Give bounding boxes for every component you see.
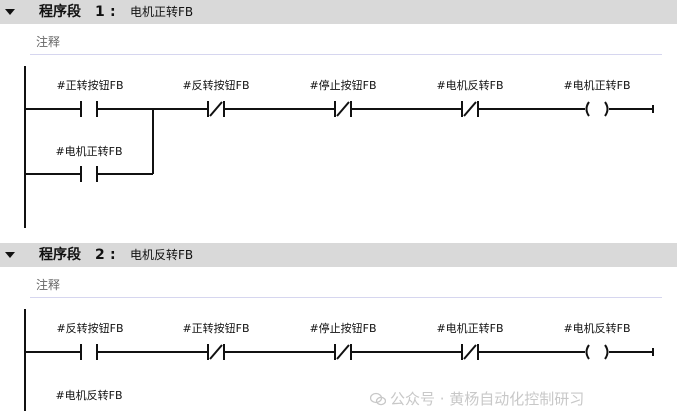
operand-label[interactable]: #停止按钮FB <box>309 78 376 92</box>
coil-icon[interactable] <box>585 344 609 360</box>
network-header[interactable]: 程序段 1 : 电机正转FB <box>0 0 677 24</box>
network-number: 1 <box>95 4 105 20</box>
network-name[interactable]: 电机反转FB <box>130 248 194 262</box>
no-contact-icon[interactable] <box>80 166 98 182</box>
coil-operand-label[interactable]: #电机正转FB <box>563 78 630 92</box>
network-title: 程序段 <box>39 247 81 263</box>
coil-operand-label[interactable]: #电机反转FB <box>563 321 630 335</box>
operand-label[interactable]: #停止按钮FB <box>309 321 376 335</box>
nc-contact-icon[interactable] <box>207 101 225 117</box>
operand-label[interactable]: #电机正转FB <box>436 321 503 335</box>
no-contact-icon[interactable] <box>80 101 98 117</box>
comment-placeholder: 注释 <box>36 278 61 292</box>
nc-contact-icon[interactable] <box>461 101 479 117</box>
operand-label[interactable]: #电机正转FB <box>55 144 122 158</box>
collapse-triangle-icon[interactable] <box>4 6 16 18</box>
nc-contact-icon[interactable] <box>207 344 225 360</box>
nc-contact-icon[interactable] <box>334 101 352 117</box>
coil-icon[interactable] <box>585 101 609 117</box>
network-colon: : <box>110 4 116 20</box>
network-1: 程序段 1 : 电机正转FB 注释 <box>0 0 677 233</box>
network-comment-field[interactable]: 注释 <box>30 30 662 55</box>
ladder-diagram: #正转按钮FB #反转按钮FB #停止按钮FB #电机反转FB #电机正转FB … <box>0 58 677 233</box>
operand-label[interactable]: #反转按钮FB <box>56 321 123 335</box>
no-contact-icon[interactable] <box>80 344 98 360</box>
network-2: 程序段 2 : 电机反转FB 注释 <box>0 243 677 411</box>
network-colon: : <box>110 247 116 263</box>
operand-label[interactable]: #反转按钮FB <box>182 78 249 92</box>
operand-label[interactable]: #电机反转FB <box>55 388 122 402</box>
nc-contact-icon[interactable] <box>461 344 479 360</box>
watermark: 公众号 · 黄杨自动化控制研习 <box>370 388 584 409</box>
collapse-triangle-icon[interactable] <box>4 249 16 261</box>
network-comment-field[interactable]: 注释 <box>30 273 662 298</box>
nc-contact-icon[interactable] <box>334 344 352 360</box>
operand-label[interactable]: #正转按钮FB <box>56 78 123 92</box>
network-name[interactable]: 电机正转FB <box>130 5 194 19</box>
watermark-text: 公众号 · 黄杨自动化控制研习 <box>390 390 585 408</box>
comment-placeholder: 注释 <box>36 35 61 49</box>
operand-label[interactable]: #正转按钮FB <box>182 321 249 335</box>
operand-label[interactable]: #电机反转FB <box>436 78 503 92</box>
ladder-diagram: #反转按钮FB #正转按钮FB #停止按钮FB #电机正转FB #电机反转FB … <box>0 301 677 411</box>
network-header[interactable]: 程序段 2 : 电机反转FB <box>0 243 677 267</box>
network-number: 2 <box>95 247 105 263</box>
network-title: 程序段 <box>39 4 81 20</box>
